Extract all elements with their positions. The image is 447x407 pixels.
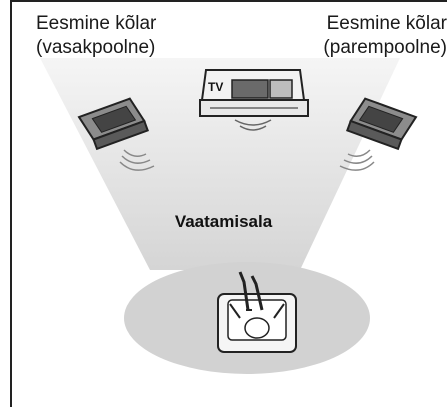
front-left-label-line1: Eesmine kõlar	[36, 13, 157, 34]
left-sound-waves	[119, 149, 155, 171]
viewing-area-label: Vaatamisala	[174, 212, 273, 231]
frame-top-border	[10, 0, 447, 2]
tv-icon	[199, 69, 309, 131]
front-left-label-line2: (vasakpoolne)	[36, 37, 156, 58]
front-right-label-line1: Eesmine kõlar	[326, 13, 447, 34]
armchair-with-viewer-icon	[217, 271, 297, 353]
front-right-speaker-label: Eesmine kõlar (parempoolne)	[323, 12, 447, 60]
front-left-speaker-label: Eesmine kõlar (vasakpoolne)	[36, 12, 156, 60]
front-right-label-line2: (parempoolne)	[323, 37, 447, 58]
front-right-speaker-icon	[346, 97, 418, 151]
front-left-speaker-icon	[77, 97, 149, 151]
tv-label: TV	[208, 80, 224, 94]
right-sound-waves	[339, 149, 375, 171]
frame-left-border	[10, 0, 12, 407]
